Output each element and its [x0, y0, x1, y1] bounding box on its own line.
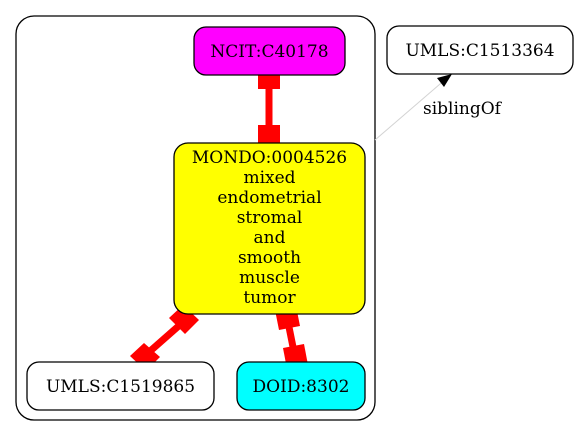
node-ncit-label: NCIT:C40178: [210, 42, 328, 62]
node-mondo-line-8: tumor: [243, 288, 296, 308]
cluster-box: [15, 15, 376, 421]
node-mondo-0004526[interactable]: MONDO:0004526 mixed endometrial stromal …: [173, 142, 366, 315]
node-doid-box: [236, 361, 366, 411]
node-mondo-line-6: smooth: [238, 248, 301, 268]
edge-ncit-mondo: [258, 69, 280, 145]
node-umls-c1519865-box: [26, 361, 215, 411]
node-ncit-c40178[interactable]: NCIT:C40178: [193, 26, 346, 76]
node-mondo-box: [173, 142, 366, 315]
node-mondo-line-3: endometrial: [217, 188, 321, 208]
node-mondo-line-4: stromal: [237, 208, 303, 228]
node-umls-c1519865-label: UMLS:C1519865: [46, 377, 195, 397]
node-umls-c1513364-label: UMLS:C1513364: [405, 41, 554, 61]
edge-mondo-umls-c1519865: [130, 305, 199, 371]
sibling-edge-arrowhead: [437, 74, 452, 87]
node-umls-c1513364-box: [386, 25, 574, 75]
edge-mondo-doid: [275, 306, 308, 369]
node-ncit-box: [193, 26, 346, 76]
sibling-edge-label: siblingOf: [423, 99, 503, 119]
node-umls-c1513364[interactable]: UMLS:C1513364: [386, 25, 574, 75]
node-mondo-line-5: and: [254, 228, 286, 248]
node-mondo-line-2: mixed: [243, 168, 295, 188]
node-mondo-line-7: muscle: [239, 268, 300, 288]
sibling-edge: [374, 77, 448, 141]
node-mondo-line-1: MONDO:0004526: [192, 148, 347, 168]
node-umls-c1519865[interactable]: UMLS:C1519865: [26, 361, 215, 411]
node-doid-label: DOID:8302: [253, 377, 350, 397]
node-doid-8302[interactable]: DOID:8302: [236, 361, 366, 411]
